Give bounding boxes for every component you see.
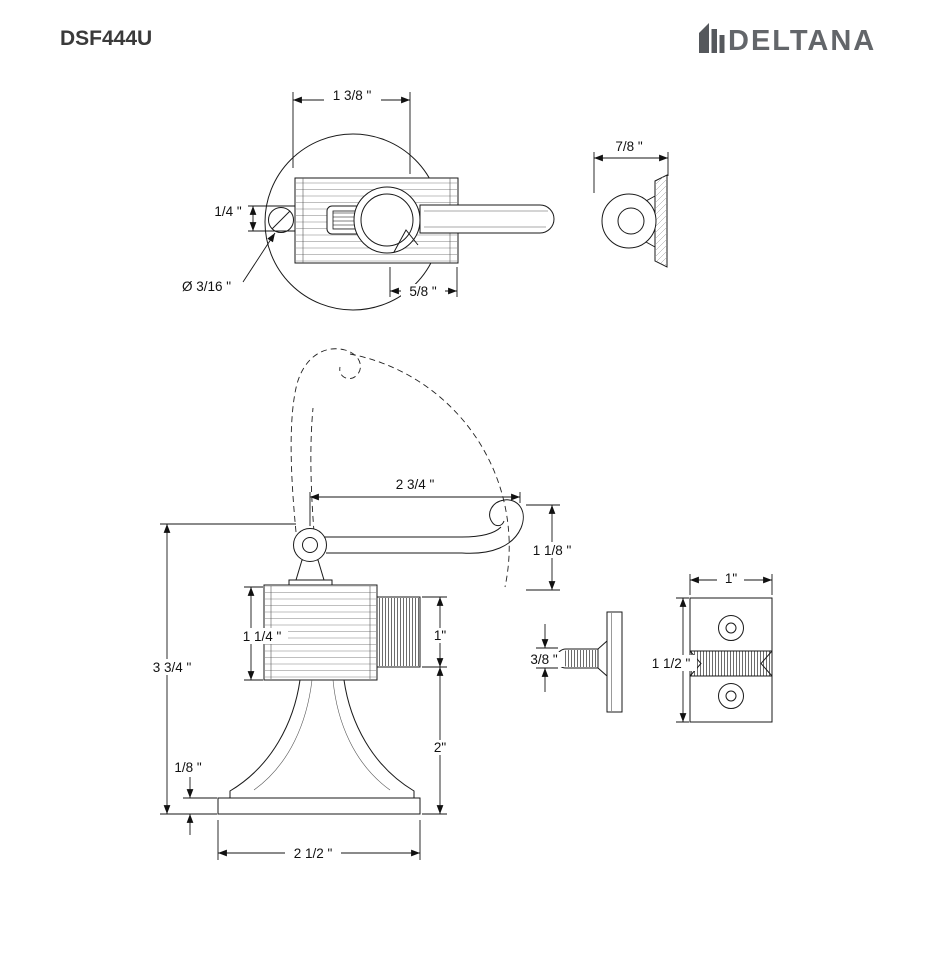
dim-hub-offset: 5/8 " — [389, 267, 458, 299]
dim-label-hook-reach: 2 3/4 " — [396, 477, 435, 492]
top-view — [264, 133, 555, 311]
dim-body-height: 1 1/4 " — [236, 586, 288, 681]
dim-top-width: 1 3/8 " — [292, 87, 411, 174]
dim-label-stem-thickness: 3/8 " — [530, 652, 558, 667]
hub-notch — [393, 229, 419, 253]
dim-label-bumper-height: 1" — [434, 628, 447, 643]
dim-label-hole-dia: Ø 3/16 " — [182, 279, 231, 294]
catch-front-view — [689, 597, 773, 723]
dim-label-body-height: 1 1/4 " — [243, 629, 282, 644]
keeper-side-view — [601, 174, 668, 268]
keeper-hole — [617, 207, 645, 235]
catch-side-view — [556, 611, 623, 713]
dim-label-hub-offset: 5/8 " — [409, 284, 437, 299]
dim-label-lower-height: 2" — [434, 740, 447, 755]
dimensions: 1 3/8 " 1/4 " Ø 3/16 " 5/8 " 7/8 " 2 3 — [146, 87, 773, 861]
base-plate — [217, 797, 421, 815]
front-view — [217, 348, 524, 815]
screw-hole-top — [718, 615, 744, 641]
dim-catch-width: 1" — [689, 571, 773, 595]
pedestal — [229, 679, 415, 799]
hook-arm — [322, 499, 524, 554]
header: DSF444U DELTANA — [60, 23, 876, 57]
dim-base-thickness: 1/8 " — [174, 760, 217, 835]
dim-label-base-width: 2 1/2 " — [294, 846, 333, 861]
hook — [461, 499, 524, 554]
dim-hook-height: 1 1/8 " — [526, 504, 577, 591]
screw-hole-bottom — [718, 683, 744, 709]
pivot — [288, 528, 333, 587]
model-number: DSF444U — [60, 27, 152, 50]
dim-keeper-width: 7/8 " — [593, 139, 669, 193]
dim-lower-height: 2" — [422, 667, 452, 815]
dim-bumper-height: 1" — [422, 596, 452, 668]
dim-label-catch-width: 1" — [725, 571, 738, 586]
brand-name: DELTANA — [728, 25, 876, 57]
dim-label-hook-height: 1 1/8 " — [533, 543, 572, 558]
stem-cone — [597, 639, 608, 678]
latch-hub — [353, 186, 421, 254]
dim-hole-dia: Ø 3/16 " — [182, 232, 276, 294]
latch-arm — [419, 204, 555, 234]
dim-total-height: 3 3/4 " — [146, 523, 296, 815]
dim-label-base-thickness: 1/8 " — [174, 760, 202, 775]
dim-label-top-width: 1 3/8 " — [333, 88, 372, 103]
deltana-logo-icon — [699, 23, 725, 53]
motion-arc — [349, 353, 510, 588]
dim-hook-reach: 2 3/4 " — [309, 477, 521, 526]
dim-label-catch-height: 1 1/2 " — [652, 656, 691, 671]
dim-stem-thickness: 3/8 " — [523, 624, 565, 692]
dim-base-width: 2 1/2 " — [217, 820, 421, 861]
dim-label-keeper-width: 7/8 " — [615, 139, 643, 154]
catch-groove — [690, 651, 772, 676]
dim-catch-height: 1 1/2 " — [645, 597, 697, 723]
dim-slot-height: 1/4 " — [206, 203, 295, 232]
dim-label-total-height: 3 3/4 " — [153, 660, 192, 675]
screw — [268, 207, 294, 233]
dim-label-slot-height: 1/4 " — [214, 204, 242, 219]
catch-plate — [606, 611, 623, 713]
hook-raised-position — [290, 348, 510, 588]
